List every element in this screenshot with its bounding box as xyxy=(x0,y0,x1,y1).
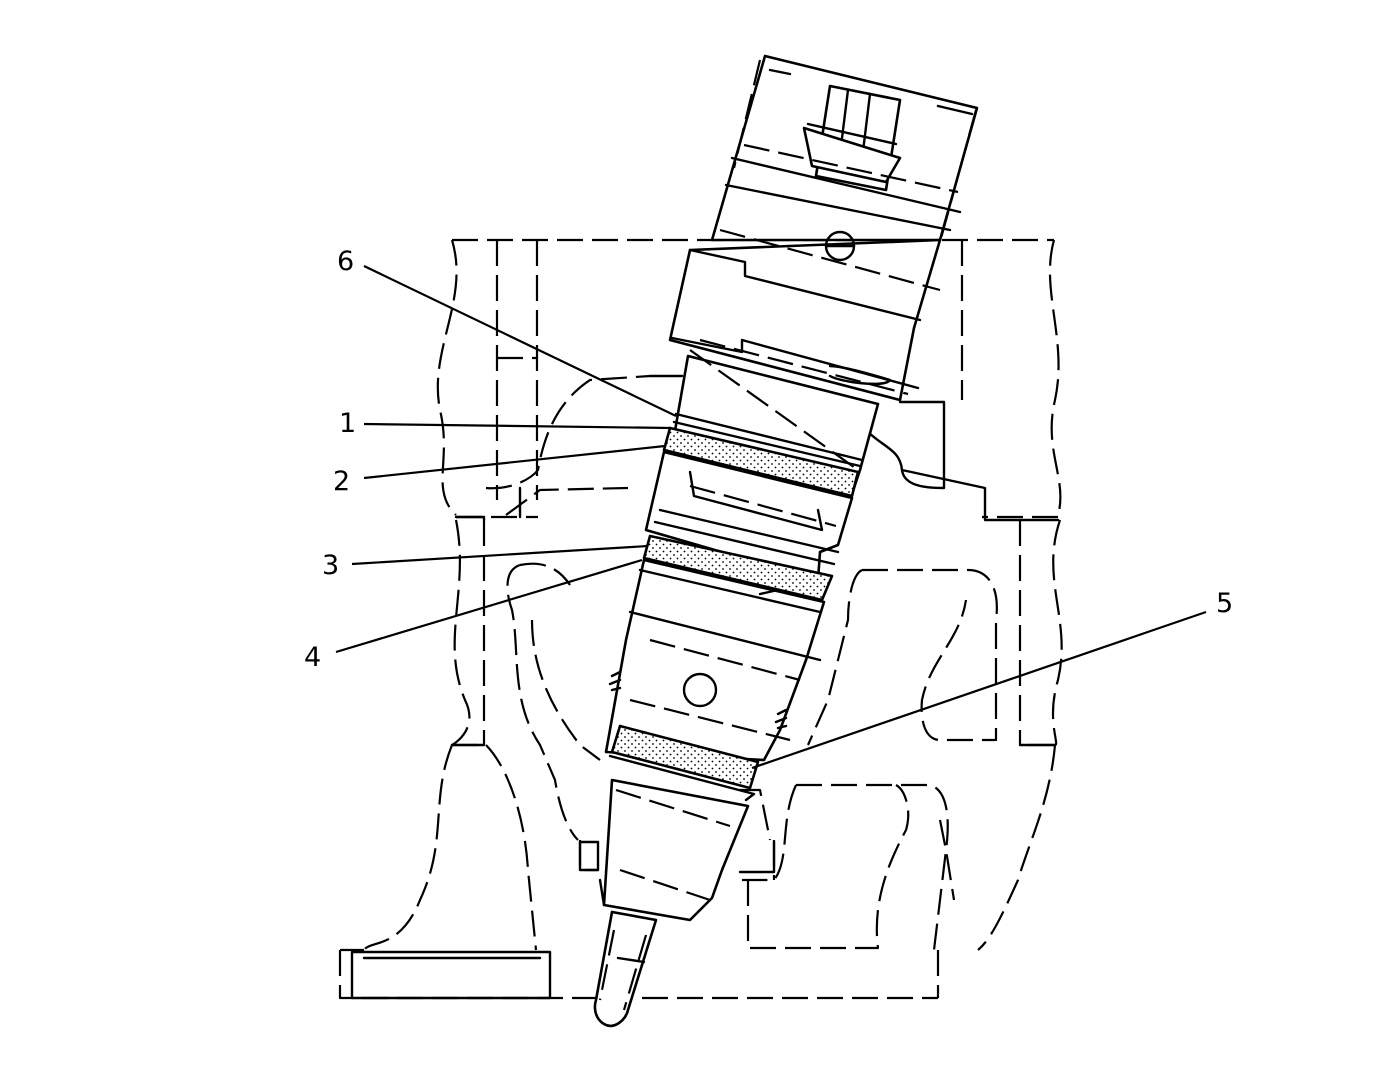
cylinder-head-solid xyxy=(350,374,1060,1000)
leader-5 xyxy=(751,610,1207,770)
callout-4: 4 xyxy=(304,642,321,673)
callout-leaders xyxy=(335,265,1207,770)
leader-2 xyxy=(363,444,666,480)
fuel-injector-body xyxy=(593,54,979,1028)
callout-6: 6 xyxy=(337,246,354,277)
leader-6 xyxy=(363,265,677,417)
callout-3: 3 xyxy=(322,550,339,581)
leader-1 xyxy=(363,422,672,430)
leader-4 xyxy=(335,558,643,654)
leader-3 xyxy=(351,544,649,566)
callout-1: 1 xyxy=(339,408,356,439)
callout-2: 2 xyxy=(333,466,350,497)
callout-labels: 6 1 2 3 4 5 xyxy=(304,246,1233,673)
callout-5: 5 xyxy=(1216,588,1233,619)
